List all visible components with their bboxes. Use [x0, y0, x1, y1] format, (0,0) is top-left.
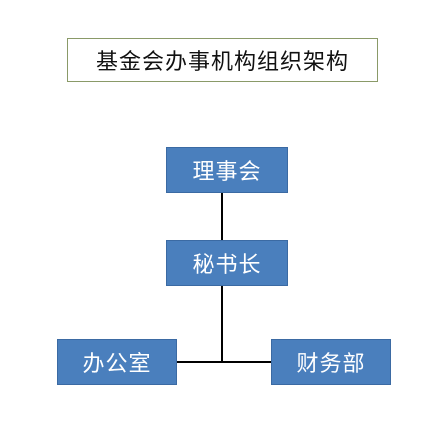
node-office: 办公室 [57, 339, 177, 385]
chart-title: 基金会办事机构组织架构 [67, 38, 378, 82]
node-finance-department: 财务部 [271, 339, 391, 385]
node-secretary-general: 秘书长 [166, 240, 288, 286]
node-board-of-directors: 理事会 [166, 147, 288, 193]
